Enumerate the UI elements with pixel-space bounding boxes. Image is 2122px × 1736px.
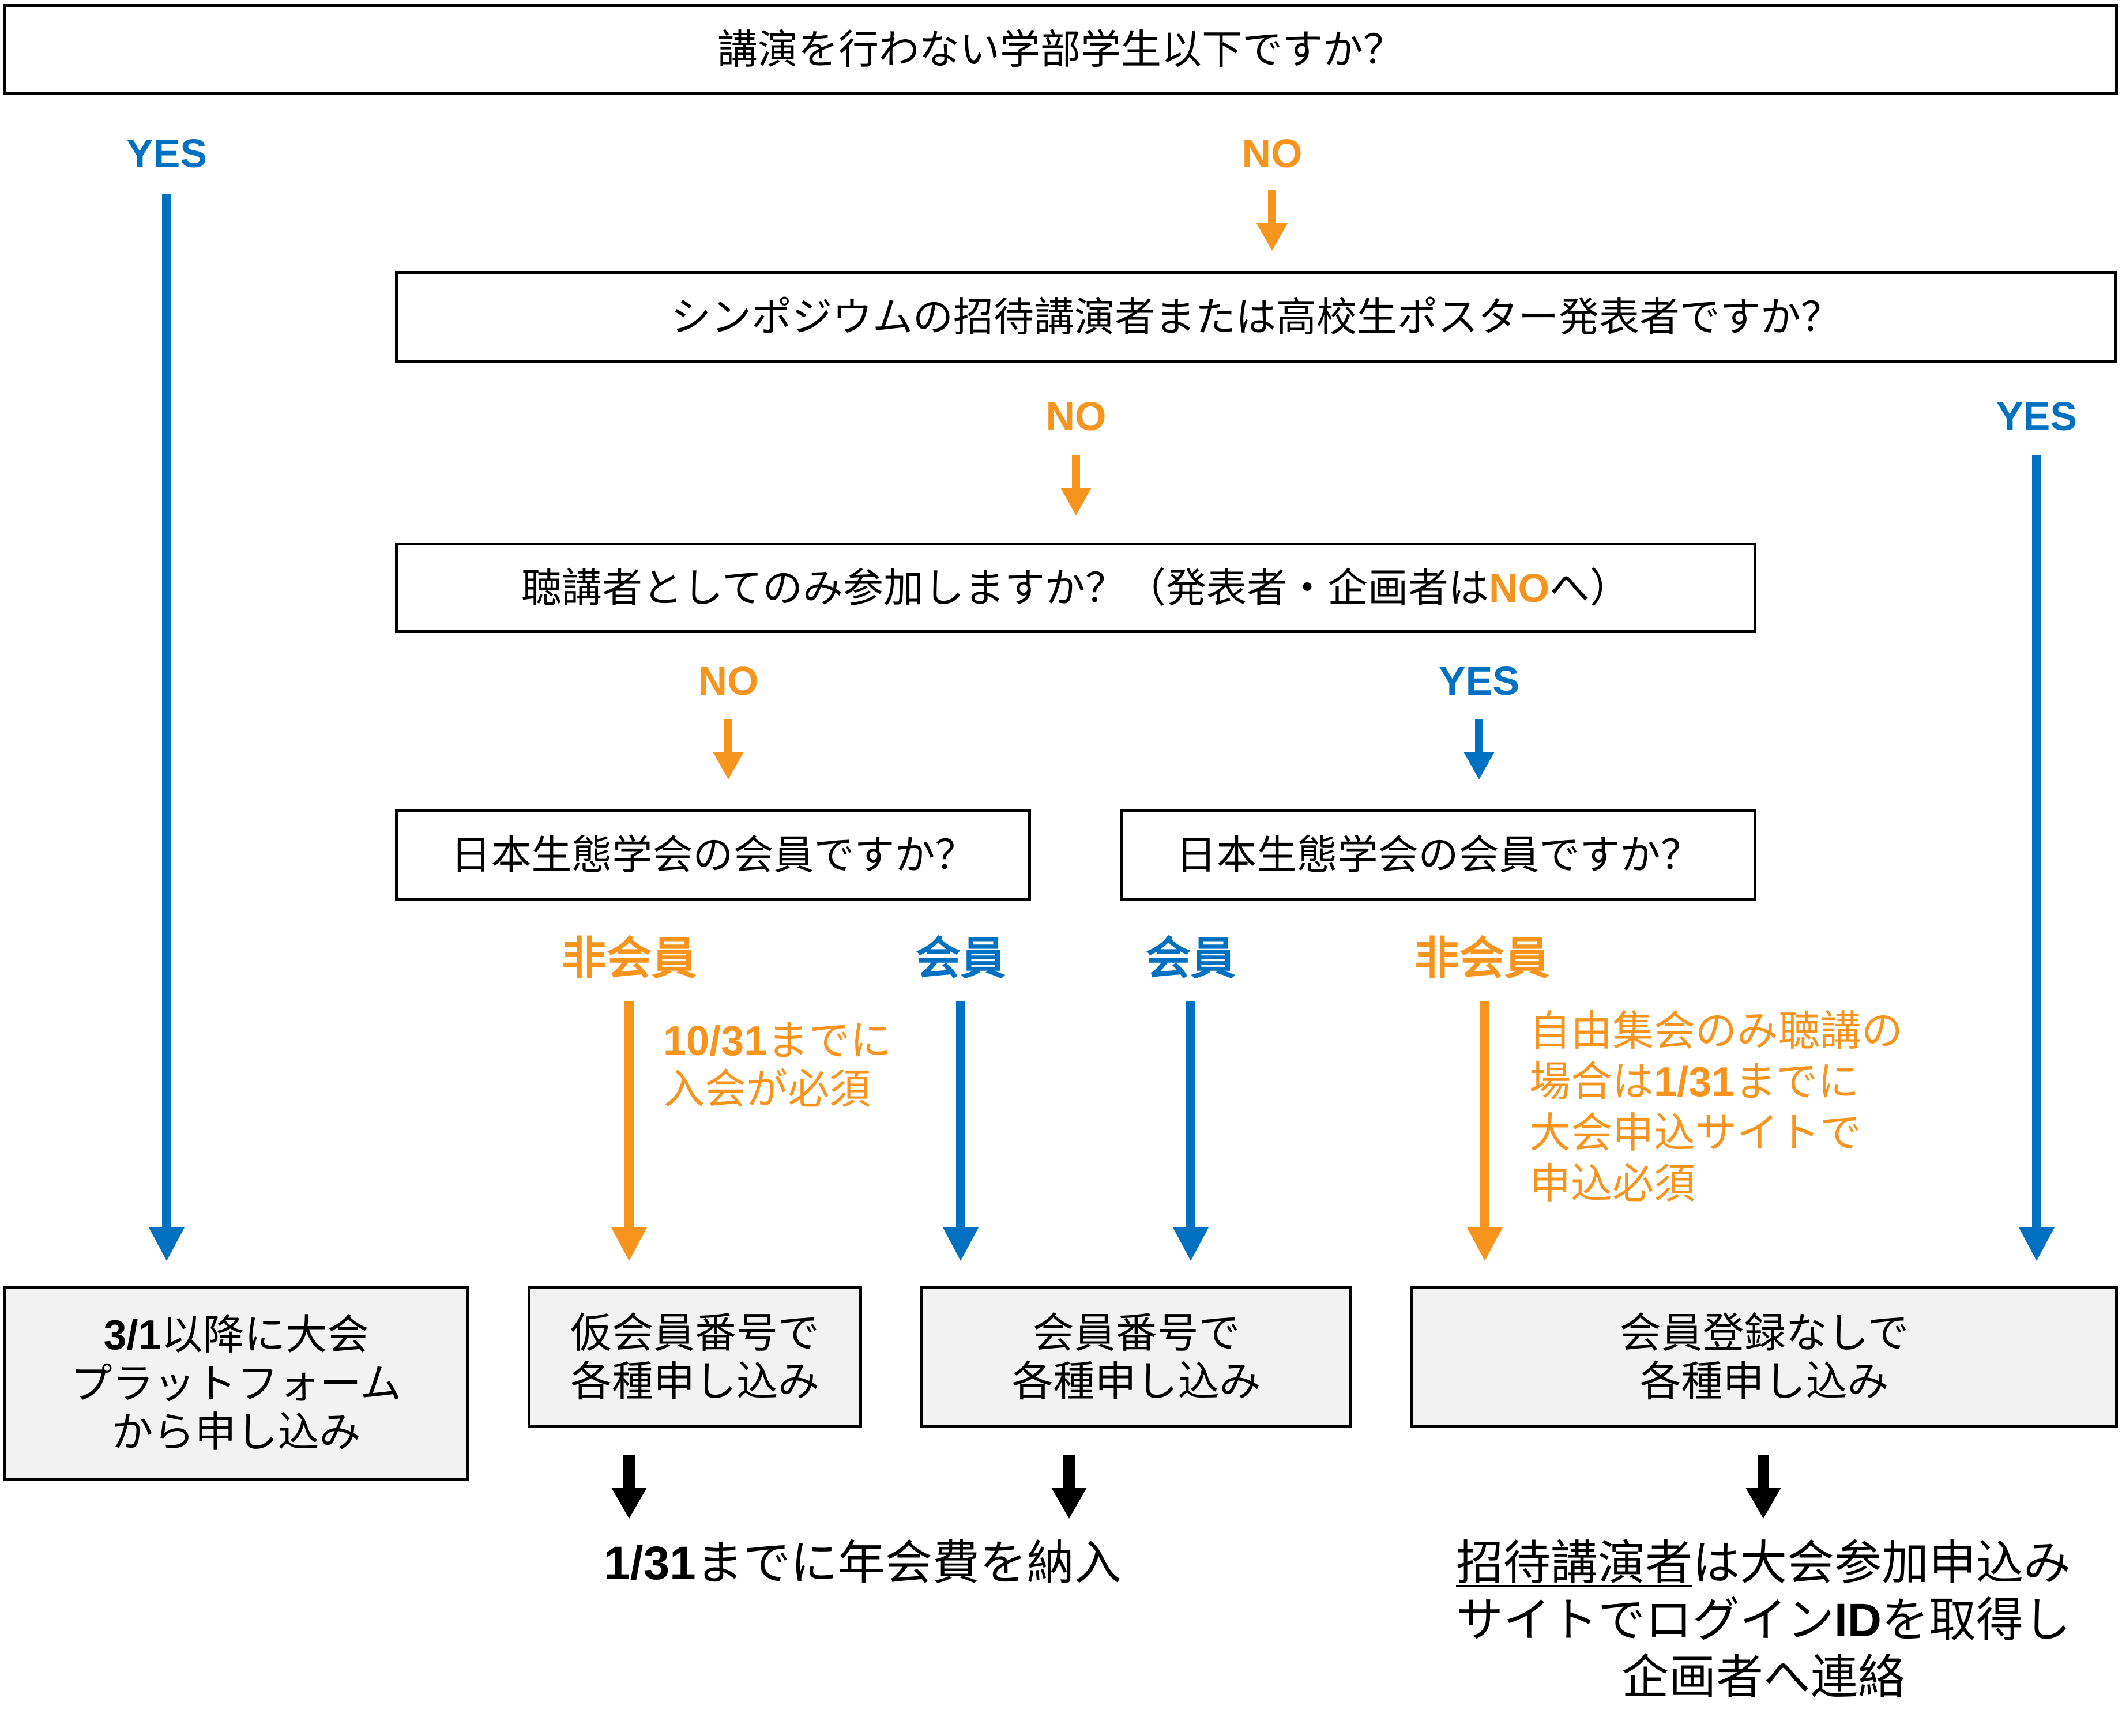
arrow-head [611,1488,647,1519]
result-text: 以降に大会 [161,1310,369,1359]
arrow-q2-yes [2019,455,2055,1261]
arrow-head [1060,488,1092,515]
annual-fee-date: 1/31 [604,1537,696,1590]
arrow-head [1256,223,1288,251]
arrow-head [1467,1227,1503,1261]
q3-no-label: NO [698,658,759,703]
q1-yes-label: YES [126,131,208,176]
q1-no-label: NO [1241,131,1303,176]
question-listener-text-before: 聴講者としてのみ参加しますか？（発表者・企画者は [521,564,1489,612]
result-line: 仮会員番号で [570,1308,819,1357]
question-invited-text: シンポジウムの招待講演者または高校生ポスター発表者ですか？ [671,293,1841,341]
question-listener-text-after: へ） [1549,564,1630,612]
question-listener-text: 聴講者としてのみ参加しますか？（発表者・企画者はNOへ） [521,564,1630,612]
note-date: 10/31 [663,1018,767,1064]
result-member-box: 会員番号で 各種申し込み [920,1286,1352,1428]
question-membership-right-text: 日本生態学会の会員ですか？ [1176,831,1701,879]
note-line: 大会申込サイトで [1529,1109,1862,1157]
result-line: 会員番号で [1032,1308,1240,1357]
result-line: 3/1以降に大会 [103,1311,368,1360]
arrow-head [1173,1227,1209,1261]
result-temporary-member-box: 仮会員番号で 各種申し込み [528,1286,862,1428]
q2-no-label: NO [1045,394,1107,439]
result-line: 各種申し込み [570,1357,819,1406]
question-membership-left-text: 日本生態学会の会員ですか？ [450,831,976,879]
arrow-head [611,1227,647,1261]
q4-left-member-label: 会員 [915,933,1006,985]
arrow-q3-no [713,719,744,779]
question-undergrad-box: 講演を行わない学部学生以下ですか？ [3,4,2118,95]
arrow-q4-left-non-member [611,1001,647,1261]
note-line: 10/31までに [663,1017,891,1065]
arrow-temporary-member-to-fee [611,1455,647,1519]
question-listener-box: 聴講者としてのみ参加しますか？（発表者・企画者はNOへ） [395,543,1756,633]
arrow-member-to-fee [1051,1455,1087,1519]
result-line: から申し込み [111,1407,361,1456]
q4-right-non-member-label: 非会員 [1414,933,1549,985]
q2-yes-label: YES [1996,394,2078,439]
arrow-q4-right-member [1173,1001,1209,1261]
note-text: 場合は [1529,1057,1654,1106]
invited-text: サイトでログイン [1455,1593,1834,1648]
arrow-q1-yes [149,194,185,1261]
arrow-head [1051,1488,1087,1519]
arrow-head [1463,752,1495,779]
annual-fee-text: 1/31までに年会費を納入 [574,1535,1151,1592]
q3-yes-label: YES [1438,658,1520,703]
invited-text: は大会参加申込み [1692,1536,2071,1591]
result-line: 会員登録なしで [1619,1308,1909,1357]
question-membership-right-box: 日本生態学会の会員ですか？ [1120,809,1756,901]
invited-login-id: ID [1834,1594,1882,1647]
result-line: プラットフォーム [70,1359,402,1408]
note-text: までに [767,1016,892,1065]
arrow-head [713,752,744,779]
result-no-registration-box: 会員登録なしで 各種申し込み [1410,1286,2118,1428]
q4-right-member-label: 会員 [1145,933,1236,985]
note-line: 場合は1/31までに [1529,1056,1903,1108]
annual-fee-rest: までに年会費を納入 [695,1536,1122,1591]
arrow-q3-yes [1463,719,1495,779]
invited-speaker-text: 招待講演者は大会参加申込み サイトでログインIDを取得し 企画者へ連絡 [1417,1535,2109,1706]
note-line: 申込必須 [1529,1159,1696,1208]
arrow-head [149,1227,185,1261]
note-date: 1/31 [1654,1059,1735,1105]
result-date: 3/1 [103,1312,161,1358]
arrow-q2-no [1060,455,1092,515]
result-platform-box: 3/1以降に大会 プラットフォーム から申し込み [3,1286,469,1481]
q4-left-non-member-label: 非会員 [561,933,697,985]
invited-line: 招待講演者は大会参加申込み [1417,1535,2109,1592]
invited-line: 企画者へ連絡 [1621,1650,1905,1705]
result-line: 各種申し込み [1639,1357,1889,1406]
arrow-head [943,1227,979,1261]
invited-speaker-term: 招待講演者 [1455,1536,1692,1591]
arrow-no-registration-to-invited [1745,1455,1781,1519]
note-text: までに [1735,1057,1860,1106]
question-undergrad-text: 講演を行わない学部学生以下ですか？ [717,26,1404,73]
arrow-q4-left-member [943,1001,979,1261]
note-line: 入会が必須 [663,1065,871,1113]
invited-text: を取得し [1882,1593,2071,1648]
result-line: 各種申し込み [1011,1357,1261,1406]
note-line: 自由集会のみ聴講の [1529,1007,1903,1055]
free-session-note: 自由集会のみ聴講の 場合は1/31までに 大会申込サイトで 申込必須 [1529,1006,1903,1209]
annual-fee-line: 1/31までに年会費を納入 [574,1535,1151,1592]
question-invited-box: シンポジウムの招待講演者または高校生ポスター発表者ですか？ [395,271,2117,363]
arrow-q4-right-non-member [1467,1001,1503,1261]
non-member-join-note: 10/31までに 入会が必須 [663,1017,891,1113]
question-listener-text-highlight: NO [1488,565,1549,611]
arrow-q1-no [1256,190,1288,251]
arrow-head [2019,1227,2055,1261]
invited-line: サイトでログインIDを取得し [1417,1592,2109,1649]
arrow-head [1745,1488,1781,1519]
question-membership-left-box: 日本生態学会の会員ですか？ [395,809,1031,901]
